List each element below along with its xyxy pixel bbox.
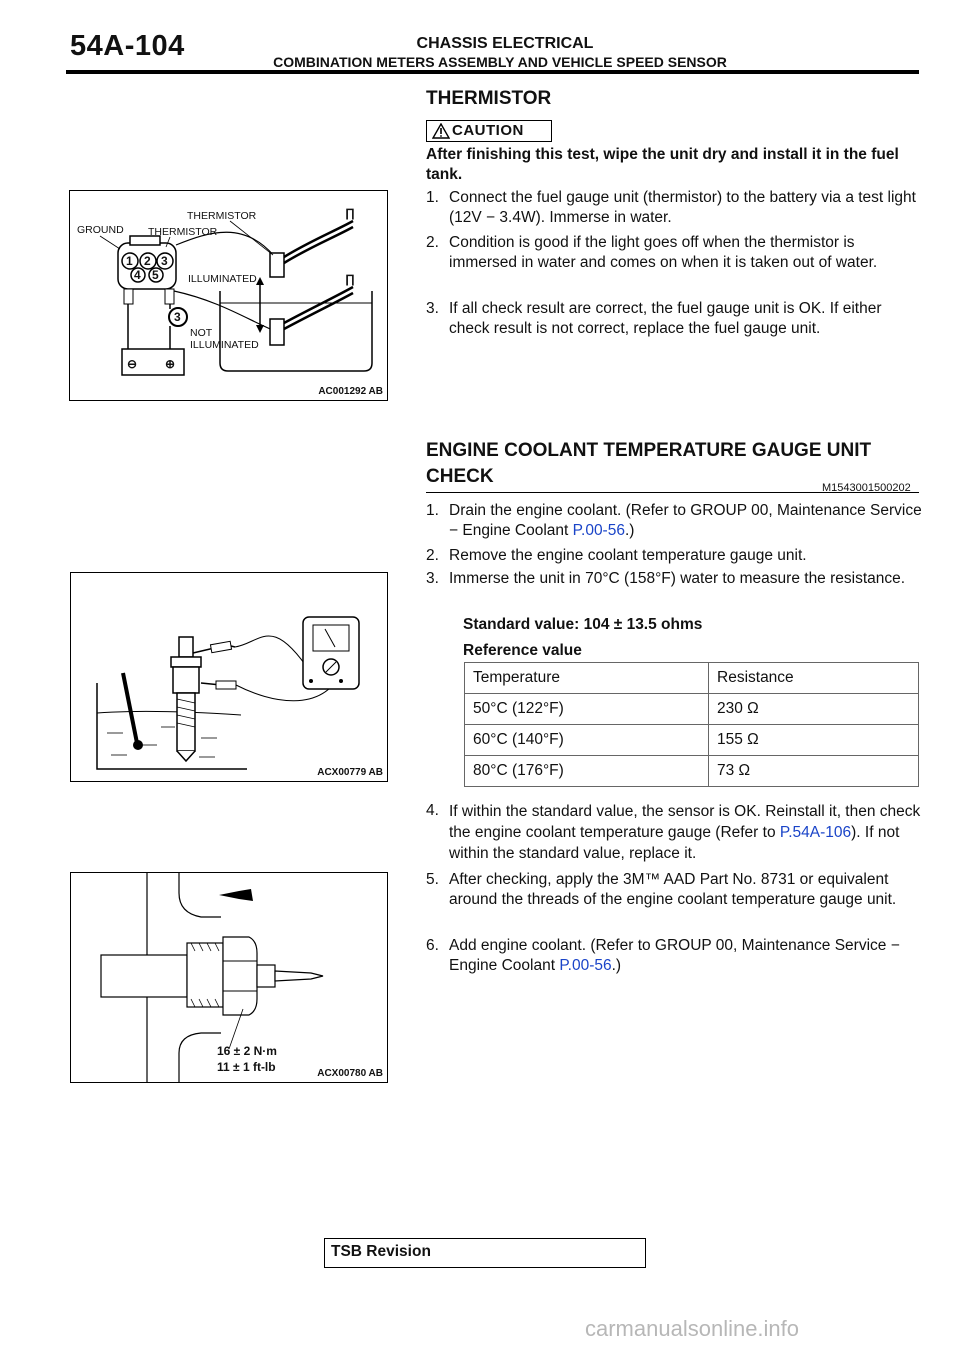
- step-number: 1.: [426, 189, 439, 206]
- document-code: M1543001500202: [822, 482, 911, 494]
- table-header: Temperature: [464, 662, 709, 694]
- step-text: Remove the engine coolant temperature ga…: [449, 547, 807, 564]
- step-text: If within the standard value, the sensor…: [449, 803, 921, 841]
- table-cell: 73 Ω: [708, 755, 919, 787]
- step-text: Drain the engine coolant. (Refer to GROU…: [449, 502, 922, 539]
- thermistor-diagram: 1 2 3 4 5 3 ⊖ ⊕ ∏ ∏: [77, 206, 373, 376]
- figure-id: ACX00780 AB: [317, 1068, 383, 1079]
- figure-id: AC001292 AB: [318, 386, 383, 397]
- coolant-step: 2. Remove the engine coolant temperature…: [426, 546, 922, 566]
- coolant-step: 3. Immerse the unit in 70°C (158°F) wate…: [426, 569, 922, 589]
- table-header-row: Temperature Resistance: [464, 662, 919, 694]
- reference-value-label: Reference value: [463, 642, 582, 659]
- step-number: 5.: [426, 871, 439, 888]
- caution-label: CAUTION: [452, 122, 524, 139]
- tsb-revision-label: TSB Revision: [331, 1243, 431, 1260]
- label-illuminated: ILLUMINATED: [188, 273, 257, 285]
- section-subtitle: COMBINATION METERS ASSEMBLY AND VEHICLE …: [273, 54, 727, 70]
- step-number: 3.: [426, 300, 439, 317]
- table-cell: 230 Ω: [708, 693, 919, 725]
- test-light-marker: 3: [174, 310, 181, 324]
- pin-5-label: 5: [152, 268, 159, 282]
- link-p54a-106[interactable]: P.54A-106: [779, 824, 852, 841]
- label-ground: GROUND: [77, 224, 124, 236]
- coolant-step: 6. Add engine coolant. (Refer to GROUP 0…: [426, 936, 922, 976]
- caution-text: After finishing this test, wipe the unit…: [426, 146, 899, 183]
- svg-text:∏: ∏: [345, 206, 355, 220]
- coolant-sensor-figure: ACX00779 AB: [70, 572, 388, 782]
- step-text-end: .): [611, 957, 622, 974]
- warning-icon: [432, 123, 450, 139]
- battery-negative-icon: ⊖: [127, 357, 137, 371]
- battery-positive-icon: ⊕: [165, 357, 175, 371]
- watermark: carmanualsonline.info: [585, 1316, 800, 1341]
- sensor-installation-figure: 16 ± 2 N·m 11 ± 1 ft-lb ACX00780 AB: [70, 872, 388, 1083]
- step-text-end: ). If not within the standard value, rep…: [449, 824, 900, 862]
- pin-3-label: 3: [161, 254, 168, 268]
- coolant-step: 1. Drain the engine coolant. (Refer to G…: [426, 501, 922, 541]
- table-row: 50°C (122°F) 230 Ω: [464, 693, 919, 725]
- reference-value-table: Temperature Resistance 50°C (122°F) 230 …: [464, 662, 919, 787]
- thermistor-test-figure: 1 2 3 4 5 3 ⊖ ⊕ ∏ ∏: [69, 190, 388, 401]
- table-cell: 60°C (140°F): [464, 724, 709, 756]
- step-text: If all check result are correct, the fue…: [449, 300, 882, 337]
- thermistor-step: 3. If all check result are correct, the …: [426, 299, 922, 339]
- tsb-revision-box: TSB Revision: [324, 1238, 646, 1268]
- figure-id: ACX00779 AB: [317, 767, 383, 778]
- section-title: CHASSIS ELECTRICAL: [416, 35, 594, 52]
- step-text: Connect the fuel gauge unit (thermistor)…: [449, 189, 916, 226]
- standard-value: Standard value: 104 ± 13.5 ohms: [463, 616, 703, 633]
- pin-4-label: 4: [134, 268, 141, 282]
- coolant-sensor-diagram: [96, 616, 360, 770]
- coolant-step: 4. If within the standard value, the sen…: [426, 801, 922, 864]
- step-number: 4.: [426, 802, 439, 819]
- page-number: 54A-104: [70, 30, 185, 62]
- step-number: 3.: [426, 570, 439, 587]
- label-thermistor-mid: THERMISTOR: [148, 226, 218, 238]
- step-text: Condition is good if the light goes off …: [449, 234, 878, 271]
- table-cell: 50°C (122°F): [464, 693, 709, 725]
- coolant-heading-line1: ENGINE COOLANT TEMPERATURE GAUGE UNIT: [426, 440, 872, 461]
- pin-2-label: 2: [144, 254, 151, 268]
- table-cell: 80°C (176°F): [464, 755, 709, 787]
- caution-box: CAUTION: [426, 120, 552, 142]
- table-header: Resistance: [708, 662, 919, 694]
- installation-diagram: 16 ± 2 N·m 11 ± 1 ft-lb: [100, 873, 324, 1082]
- table-row: 60°C (140°F) 155 Ω: [464, 724, 919, 756]
- heading-rule: [426, 492, 919, 493]
- step-text-end: .): [624, 522, 635, 539]
- pin-1-label: 1: [126, 254, 133, 268]
- thermistor-step: 2. Condition is good if the light goes o…: [426, 233, 922, 273]
- step-text: After checking, apply the 3M™ AAD Part N…: [449, 871, 897, 908]
- label-thermistor-top: THERMISTOR: [187, 210, 257, 222]
- step-number: 1.: [426, 502, 439, 519]
- coolant-heading-line2: CHECK: [426, 466, 494, 487]
- torque-ftlb-label: 11 ± 1 ft-lb: [217, 1060, 276, 1074]
- step-number: 2.: [426, 547, 439, 564]
- link-p00-56[interactable]: P.00-56: [572, 522, 625, 539]
- link-p00-56[interactable]: P.00-56: [559, 957, 612, 974]
- label-not-illuminated: ILLUMINATED: [190, 339, 259, 351]
- header-rule: [66, 70, 919, 74]
- thermistor-step: 1. Connect the fuel gauge unit (thermist…: [426, 188, 922, 228]
- step-number: 6.: [426, 937, 439, 954]
- label-not: NOT: [190, 327, 213, 339]
- thermistor-heading: THERMISTOR: [426, 88, 552, 109]
- step-text: Immerse the unit in 70°C (158°F) water t…: [449, 570, 906, 587]
- coolant-step: 5. After checking, apply the 3M™ AAD Par…: [426, 870, 922, 910]
- torque-nm-label: 16 ± 2 N·m: [217, 1044, 277, 1058]
- table-cell: 155 Ω: [708, 724, 919, 756]
- step-text: Add engine coolant. (Refer to GROUP 00, …: [449, 937, 900, 974]
- step-number: 2.: [426, 234, 439, 251]
- table-row: 80°C (176°F) 73 Ω: [464, 755, 919, 787]
- svg-text:∏: ∏: [345, 272, 355, 286]
